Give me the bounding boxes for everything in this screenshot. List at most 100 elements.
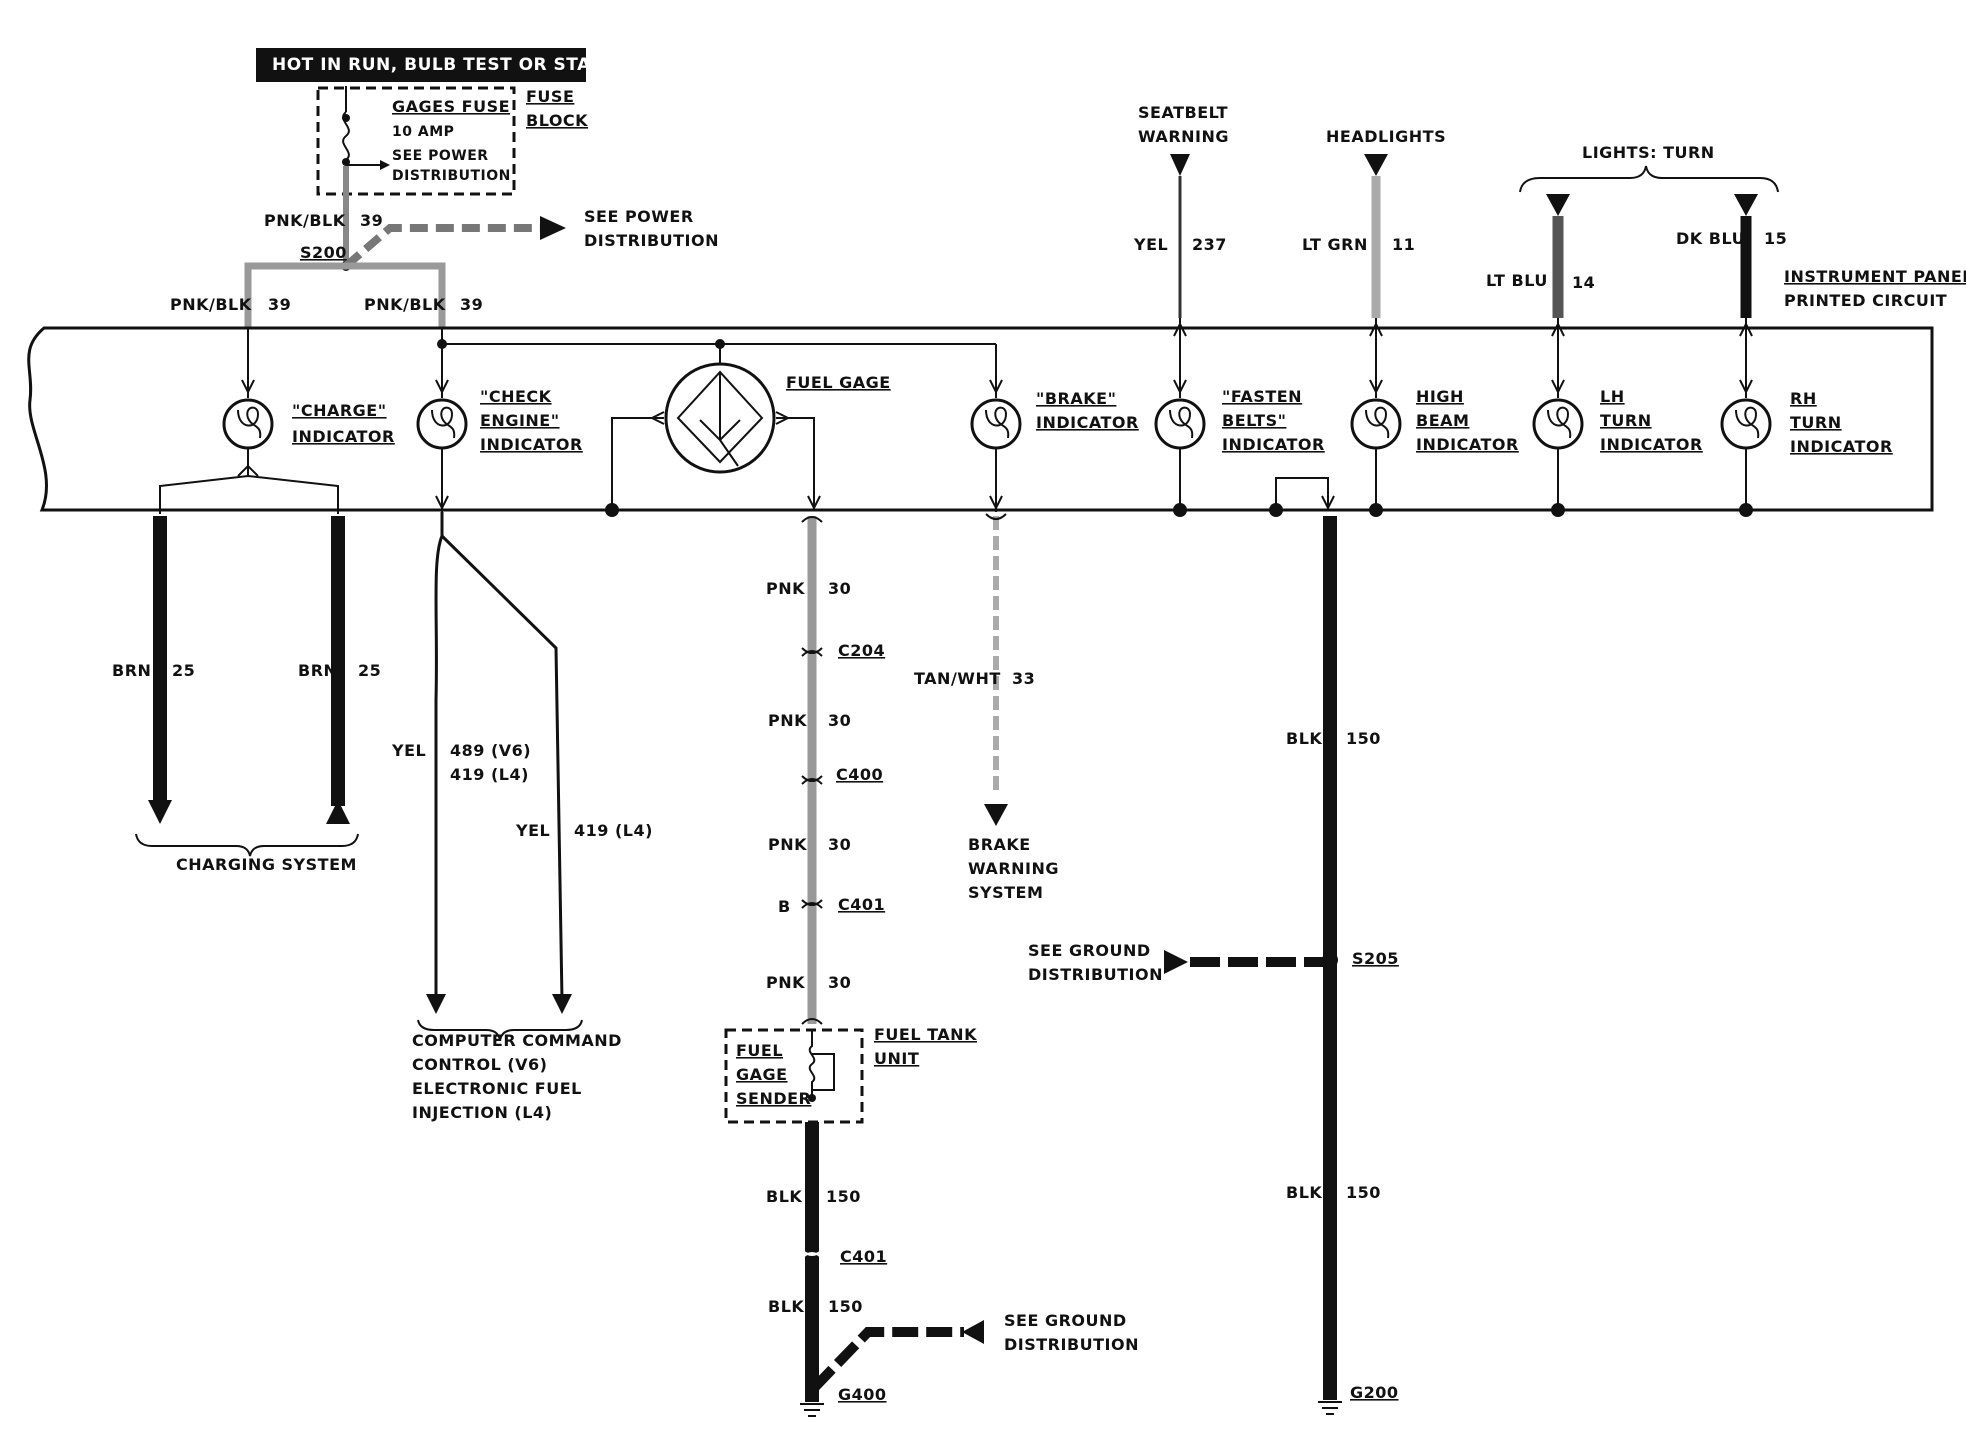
left-branch-color: PNK/BLK: [170, 295, 252, 314]
check-engine-wire-color-2: YEL: [515, 821, 550, 840]
high-beam-indicator: [1350, 318, 1402, 517]
connector-c204-label: C204: [838, 641, 885, 660]
brake-warning-system-label-2: WARNING: [968, 859, 1059, 878]
charging-wire-right-arrow: [326, 800, 350, 824]
check-engine-label-2: ENGINE": [480, 411, 560, 430]
fuel-ground-wire-number-2: 150: [828, 1297, 863, 1316]
main-ground-wire-number-1: 150: [1346, 729, 1381, 748]
main-wire-number: 39: [360, 211, 383, 230]
lh-turn-indicator: [1532, 318, 1584, 517]
charge-indicator-label-2: INDICATOR: [292, 427, 395, 446]
lights-turn-brace: [1519, 165, 1779, 193]
brake-wire-color: TAN/WHT: [914, 669, 1001, 688]
power-header-box: [256, 48, 586, 82]
brake-indicator-label-2: INDICATOR: [1036, 413, 1139, 432]
charging-right-color: BRN: [298, 661, 337, 680]
left-branch-number: 39: [268, 295, 291, 314]
seatbelt-wire-color: YEL: [1133, 235, 1168, 254]
s200-branch-right: [346, 262, 446, 328]
seatbelt-warning-label-2: WARNING: [1138, 127, 1229, 146]
fasten-belts-label-1: "FASTEN: [1222, 387, 1302, 406]
headlights-label: HEADLIGHTS: [1326, 127, 1446, 146]
connector-c401-label: C401: [838, 895, 885, 914]
check-engine-wire-v6-number: 489 (V6): [450, 741, 531, 760]
fuel-wire-number-1: 30: [828, 579, 851, 598]
check-engine-wire-l4-number-b: 419 (L4): [574, 821, 653, 840]
computer-command-label-4: INJECTION (L4): [412, 1103, 552, 1122]
lh-turn-label-2: TURN: [1600, 411, 1652, 430]
fuel-wire-number-3: 30: [828, 835, 851, 854]
fuse-rating: 10 AMP: [392, 124, 454, 140]
main-ground-wire-number-2: 150: [1346, 1183, 1381, 1202]
computer-command-label-1: COMPUTER COMMAND: [412, 1031, 622, 1050]
seatbelt-warning-label-1: SEATBELT: [1138, 103, 1228, 122]
printed-circuit-outline: [27, 326, 1934, 512]
headlights-wire-number: 11: [1392, 235, 1415, 254]
fuel-wire-number-2: 30: [828, 711, 851, 730]
check-engine-wire-color-1: YEL: [391, 741, 426, 760]
fuel-ground-distribution-arrow: [962, 1320, 984, 1344]
rh-turn-feed-arrow: [1734, 194, 1758, 216]
ground-g200-label: G200: [1350, 1383, 1399, 1402]
see-power-distribution-arrow: [540, 216, 566, 240]
instrument-panel-label-2: PRINTED CIRCUIT: [1784, 291, 1947, 310]
brake-indicator-label-1: "BRAKE": [1036, 389, 1116, 408]
headlights-feed-arrow: [1364, 154, 1388, 176]
fuel-see-ground-label-2: DISTRIBUTION: [1004, 1335, 1139, 1354]
rh-turn-label-3: INDICATOR: [1790, 437, 1893, 456]
fuel-wire-color-1: PNK: [766, 579, 805, 598]
main-ground-wire-color-2: BLK: [1286, 1183, 1322, 1202]
check-engine-wire-l4: [440, 534, 564, 1001]
fuel-wire-color-3: PNK: [768, 835, 807, 854]
high-beam-label-3: INDICATOR: [1416, 435, 1519, 454]
fuse-block-outline: [316, 86, 516, 196]
high-beam-label-2: BEAM: [1416, 411, 1469, 430]
main-see-ground-label-2: DISTRIBUTION: [1028, 965, 1163, 984]
fuse-terminal-top: [342, 114, 350, 122]
lights-turn-label: LIGHTS: TURN: [1582, 143, 1715, 162]
fuse-power-tap-arrow: [380, 160, 390, 170]
main-wire-color: PNK/BLK: [264, 211, 346, 230]
check-engine-indicator: [416, 328, 468, 512]
charge-indicator-label-1: "CHARGE": [292, 401, 387, 420]
fuel-ground-wire-number-1: 150: [826, 1187, 861, 1206]
computer-command-label-3: ELECTRONIC FUEL: [412, 1079, 582, 1098]
ground-g400-symbol: [800, 1403, 824, 1417]
instrument-panel-label-1: INSTRUMENT PANEL: [1784, 267, 1966, 286]
fasten-belts-indicator: [1154, 318, 1206, 517]
brake-wire-connector: [985, 513, 1007, 520]
connector-c400-label: C400: [836, 765, 883, 784]
fuel-gage-sender-label-3: SENDER: [736, 1089, 811, 1108]
check-engine-wire-v6: [434, 512, 444, 1000]
fuel-ground-wire-color-2: BLK: [768, 1297, 804, 1316]
fuel-ground-connector-c401: [801, 1249, 823, 1259]
main-see-ground-label-1: SEE GROUND: [1028, 941, 1151, 960]
brake-warning-system-label-3: SYSTEM: [968, 883, 1043, 902]
check-engine-wire-l4-number-a: 419 (L4): [450, 765, 529, 784]
fuel-gage: [611, 339, 821, 512]
fuel-wire-number-4: 30: [828, 973, 851, 992]
charging-wire-left: [153, 516, 167, 806]
lh-turn-wire-color: LT BLU: [1486, 271, 1548, 290]
brake-warning-system-label-1: BRAKE: [968, 835, 1031, 854]
fuel-gage-sender-label-2: GAGE: [736, 1065, 788, 1084]
check-engine-wire-l4-arrow: [552, 994, 572, 1014]
fuel-gage-sender-symbol: [808, 1030, 835, 1098]
rh-turn-label-1: RH: [1790, 389, 1817, 408]
see-power-label-1: SEE POWER: [584, 207, 694, 226]
charging-right-number: 25: [358, 661, 381, 680]
charging-left-number: 25: [172, 661, 195, 680]
ground-bus-dot-fuel: [605, 503, 619, 517]
right-branch-color: PNK/BLK: [364, 295, 446, 314]
ground-tap-arrow: [1321, 495, 1335, 511]
fasten-belts-label-3: INDICATOR: [1222, 435, 1325, 454]
lh-turn-feed-arrow: [1546, 194, 1570, 216]
fuel-gage-label: FUEL GAGE: [786, 373, 891, 392]
power-header-label: HOT IN RUN, BULB TEST OR START: [272, 55, 616, 75]
high-beam-label-1: HIGH: [1416, 387, 1464, 406]
charging-system-brace: [135, 833, 359, 857]
rh-turn-wire-number: 15: [1764, 229, 1787, 248]
ground-g200-symbol: [1318, 1401, 1342, 1415]
ground-g400-label: G400: [838, 1385, 887, 1404]
